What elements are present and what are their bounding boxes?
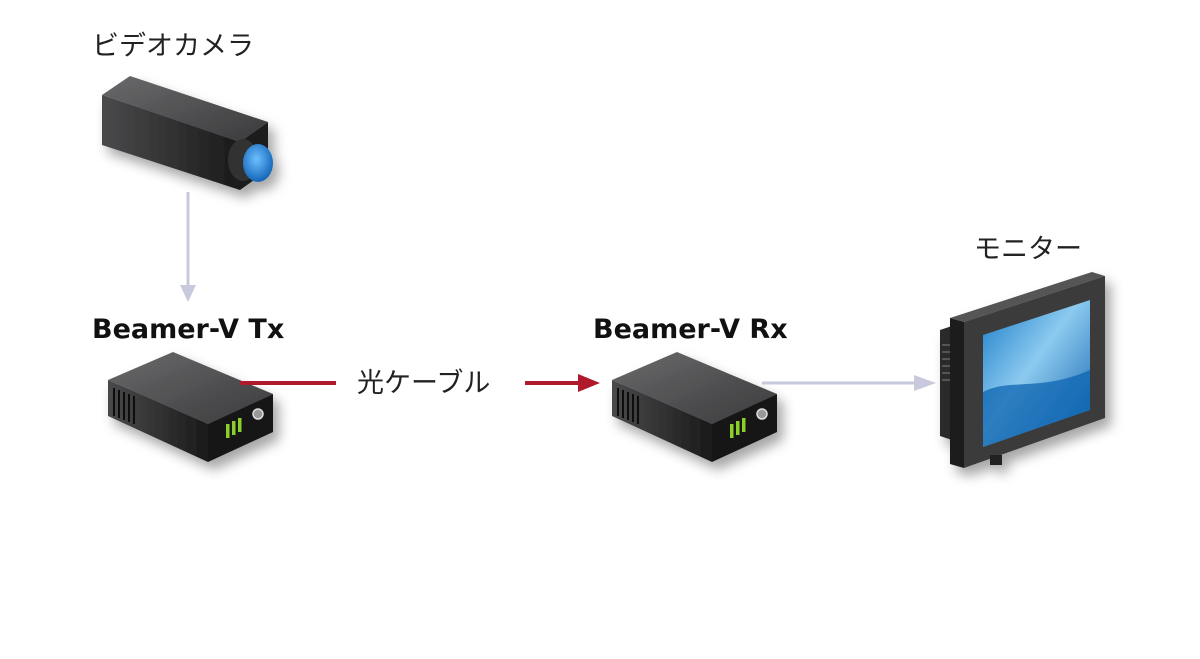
transmitter-device-icon: [107, 351, 274, 463]
cable-label: 光ケーブル: [357, 368, 490, 399]
monitor-icon: [940, 272, 1105, 468]
receiver-device-icon: [611, 351, 778, 463]
camera-label: ビデオカメラ: [92, 31, 254, 62]
video-camera-icon: [102, 76, 273, 190]
camera-to-tx-arrow: [180, 192, 196, 302]
tx-label: Beamer-V Tx: [92, 314, 284, 345]
rx-label: Beamer-V Rx: [593, 314, 788, 345]
monitor-label: モニター: [974, 234, 1082, 265]
rx-to-monitor-arrow: [762, 375, 936, 391]
fiber-cable-arrow: [525, 374, 600, 392]
